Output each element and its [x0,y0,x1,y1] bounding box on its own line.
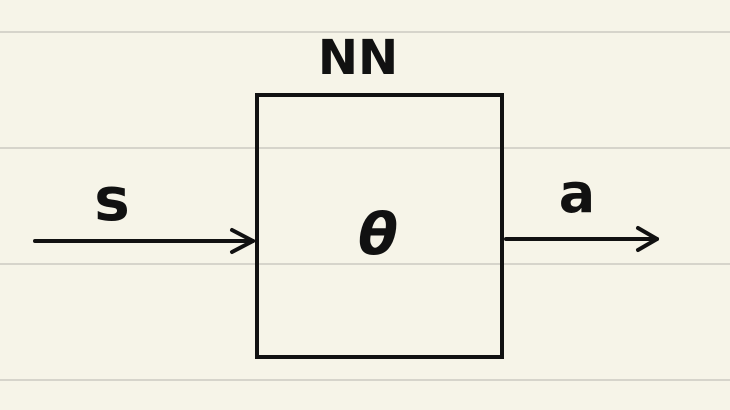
output-arrow [504,226,659,252]
input-label: s [94,165,130,235]
input-arrow [33,228,255,254]
nn-block [255,93,504,359]
output-label: a [559,162,595,225]
block-title: NN [318,30,398,86]
block-parameter: θ [358,200,398,268]
ruled-lines [0,31,730,381]
